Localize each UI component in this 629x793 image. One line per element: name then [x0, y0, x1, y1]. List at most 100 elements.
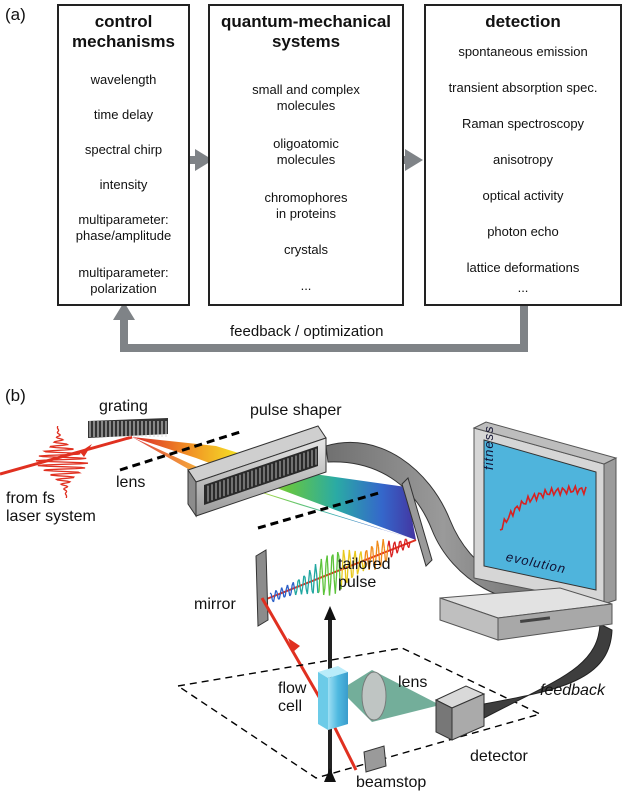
pulse-segment: [298, 579, 301, 589]
pulse-segment: [361, 562, 364, 572]
list-item: optical activity: [482, 188, 564, 203]
beamstop-label: beamstop: [356, 774, 427, 791]
list-item: small and complex: [252, 82, 360, 97]
beam-to-cell: [260, 597, 324, 703]
input-beam-arrowhead: [80, 444, 92, 457]
pulse-segment: [408, 541, 411, 548]
pulse-segment: [333, 579, 336, 594]
list-item: Raman spectroscopy: [461, 116, 585, 131]
flow-arrow-bottom: [324, 768, 336, 782]
list-item: wavelength: [90, 72, 157, 87]
pulse-segment: [291, 582, 294, 586]
tailored-pulse-label-2: pulse: [338, 574, 377, 591]
pulse-segment: [284, 588, 287, 597]
list-item: lattice deformations: [466, 260, 580, 275]
box-title-systems: quantum-mechanical systems: [210, 12, 402, 52]
fitness-trace: [499, 483, 587, 531]
panel-a-label: (a): [5, 5, 26, 24]
grating-label: grating: [99, 398, 148, 415]
flow-arrow-top: [324, 606, 336, 620]
flow-cell-label-2: cell: [278, 698, 303, 715]
pulse-segment: [358, 555, 361, 570]
pulse-segment: [381, 539, 384, 551]
pulse-segment: [338, 555, 341, 581]
grating: [88, 418, 168, 438]
pulse-segment: [276, 592, 279, 599]
flow-cell-label-1: flow: [278, 680, 307, 697]
computer-monitor: [472, 421, 618, 605]
pulse-segment: [360, 551, 363, 563]
pulse-segment: [313, 564, 317, 578]
laser-source-label-1: from fs: [6, 490, 55, 507]
pulse-segment: [391, 544, 395, 554]
pulse-segment: [345, 579, 348, 584]
pulse-segment: [400, 540, 403, 548]
pulse-segment: [304, 576, 307, 590]
pulse-segment: [331, 554, 334, 557]
box-detection: detection spontaneous emission transient…: [424, 4, 622, 306]
list-item: multiparameter:: [78, 212, 169, 227]
pulse-segment: [330, 556, 333, 583]
pulse-segment: [296, 580, 299, 591]
pulse-segment: [387, 540, 390, 547]
pulse-segment: [372, 547, 375, 564]
pulse-segment: [321, 574, 325, 596]
pulse-segment: [397, 541, 401, 550]
list-item: ...: [300, 278, 312, 293]
pulse-segment: [363, 551, 367, 565]
pulse-segment: [271, 599, 275, 603]
input-pulse: [35, 426, 89, 498]
pulse-segment: [332, 554, 335, 580]
mirror-label: mirror: [194, 596, 236, 613]
list-item: in proteins: [276, 206, 336, 221]
pulse-segment: [380, 550, 383, 567]
pulse-segment: [325, 555, 328, 564]
tailored-pulse-label-1: tailored: [338, 556, 391, 573]
pulse-segment: [353, 550, 356, 559]
lens-top-label: lens: [116, 474, 146, 491]
panel-b-label: (b): [5, 386, 26, 405]
fitness-axis-label: fitness: [481, 425, 496, 470]
lens-bottom: [361, 671, 387, 721]
list-item: phase/amplitude: [75, 228, 172, 243]
pulse-segment: [327, 576, 331, 596]
beamstop: [363, 745, 387, 773]
list-item: time delay: [93, 107, 154, 122]
pulse-segment: [352, 558, 355, 576]
list-item: intensity: [99, 177, 148, 192]
end-mirror: [401, 477, 433, 567]
pulse-segment: [393, 541, 396, 545]
pulse-segment: [373, 563, 376, 570]
list-item: crystals: [283, 242, 329, 257]
detector: [434, 685, 486, 741]
computer-base: [439, 587, 613, 641]
pulse-segment: [379, 564, 382, 567]
detector-label: detector: [470, 748, 528, 765]
pulse-segment: [405, 539, 409, 546]
folding-mirror: [255, 549, 269, 627]
pulse-shaper: [187, 425, 327, 518]
list-item: molecules: [276, 152, 336, 167]
list-item: oligoatomic: [273, 136, 339, 151]
pulse-segment: [277, 598, 280, 600]
monitor-screen: [483, 439, 597, 591]
pulse-segment: [274, 590, 277, 597]
pulse-segment: [318, 570, 321, 592]
pulse-segment: [319, 558, 322, 571]
list-item: ...: [517, 280, 529, 295]
title-line: detection: [485, 12, 561, 31]
laser-source-label-2: laser system: [6, 508, 96, 525]
lens-top-line-1: [119, 430, 241, 472]
list-item: polarization: [90, 281, 157, 296]
pulse-segment: [302, 575, 305, 588]
pulse-segment: [288, 589, 291, 597]
pulse-segment: [297, 579, 300, 582]
box-title-control: control mechanisms: [59, 12, 188, 52]
tailored-pulse-wave: [269, 538, 411, 603]
title-line: systems: [271, 32, 341, 51]
pulse-segment: [395, 548, 398, 554]
pulse-segment: [341, 549, 345, 570]
flow-cell: [318, 666, 348, 730]
